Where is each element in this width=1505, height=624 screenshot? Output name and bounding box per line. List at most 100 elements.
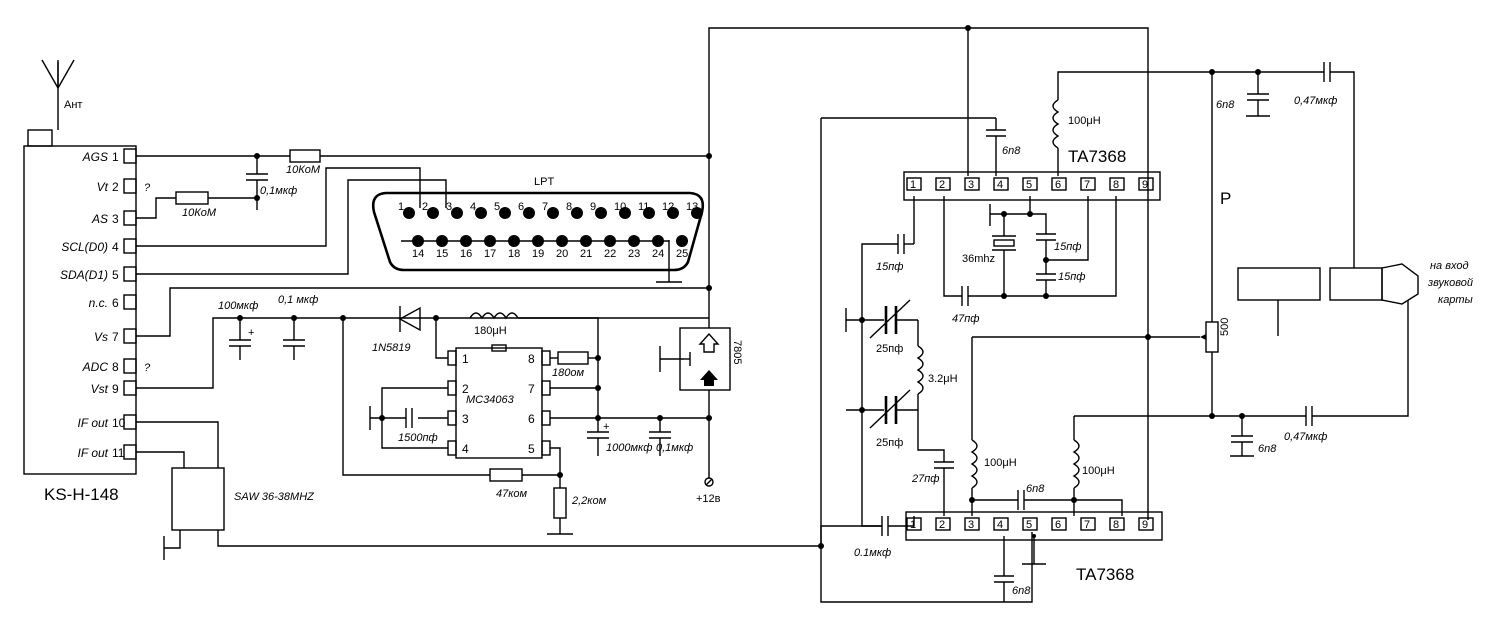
lpt-pin-15: 15: [436, 235, 448, 260]
lpt-pin-4: 4: [470, 201, 487, 219]
svg-text:6: 6: [1055, 519, 1061, 531]
ta-pin-7: 7: [1080, 517, 1096, 531]
lpt-pin-14: 14: [412, 235, 424, 260]
svg-text:4: 4: [470, 201, 476, 213]
svg-text:19: 19: [532, 248, 544, 260]
svg-text:+: +: [248, 327, 254, 339]
svg-text:6: 6: [528, 412, 535, 426]
svg-text:15пф: 15пф: [1054, 241, 1081, 253]
ic-pin-5: 5: [528, 440, 551, 456]
ic-pin-7: 7: [528, 380, 551, 396]
svg-text:6: 6: [1055, 179, 1061, 191]
module-pin-label: Vst: [91, 382, 109, 396]
svg-text:15пф: 15пф: [1058, 271, 1085, 283]
svg-text:карты: карты: [1438, 294, 1473, 306]
ta-pin-5: 5: [1022, 517, 1038, 531]
svg-text:7: 7: [1084, 179, 1090, 191]
svg-text:100μH: 100μH: [1068, 115, 1101, 127]
svg-text:1500пф: 1500пф: [398, 432, 438, 444]
lpt-pin-9: 9: [590, 201, 607, 219]
svg-text:1N5819: 1N5819: [372, 342, 411, 354]
svg-text:5: 5: [1026, 179, 1032, 191]
lpt-pin-24: 24: [652, 235, 664, 260]
ta-pin-5: 5: [1022, 177, 1038, 191]
lpt-pin-19: 19: [532, 235, 544, 260]
lpt-pin-5: 5: [494, 201, 511, 219]
module-pin-note: ?: [144, 182, 151, 194]
svg-text:3: 3: [968, 519, 974, 531]
lpt-pin-25: 25: [676, 235, 688, 260]
lpt-pin-2: 2: [422, 201, 439, 219]
svg-text:+: +: [603, 421, 609, 433]
potentiometer: [1205, 321, 1219, 353]
ta-pin-1: 1: [906, 177, 922, 191]
svg-text:6n8: 6n8: [1026, 483, 1045, 495]
svg-text:11: 11: [638, 201, 649, 213]
lpt-pin-16: 16: [460, 235, 472, 260]
lpt-pin-11: 11: [638, 201, 655, 219]
ta-pin-4: 4: [993, 517, 1009, 531]
resistor-ags: [289, 149, 321, 163]
svg-text:100μH: 100μH: [984, 457, 1017, 469]
lpt-pin-12: 12: [662, 201, 679, 219]
module-pin-number: 2: [112, 180, 119, 194]
saw-filter: [171, 467, 225, 531]
ta-pin-3: 3: [964, 177, 980, 191]
svg-text:0,1мкф: 0,1мкф: [656, 442, 693, 454]
svg-text:2: 2: [422, 201, 428, 213]
svg-text:24: 24: [652, 248, 664, 260]
ta-pin-9: 9: [1138, 517, 1154, 531]
module-pin-number: 11: [112, 446, 125, 460]
svg-text:4: 4: [462, 442, 469, 456]
lpt-pin-1: 1: [398, 201, 415, 219]
svg-text:9: 9: [1142, 179, 1148, 191]
module-pin-number: 9: [112, 382, 119, 396]
ta-pin-2: 2: [935, 517, 951, 531]
module-pin-number: 1: [112, 150, 119, 164]
lpt-pin-23: 23: [628, 235, 640, 260]
lpt-pin-8: 8: [566, 201, 583, 219]
svg-text:SAW 36-38MHZ: SAW 36-38MHZ: [234, 491, 315, 503]
svg-text:27пф: 27пф: [911, 473, 939, 485]
module-name: KS-H-148: [44, 485, 119, 504]
svg-text:6n8: 6n8: [1258, 443, 1277, 455]
lpt-pin-7: 7: [542, 201, 559, 219]
svg-text:47пф: 47пф: [952, 313, 979, 325]
svg-text:P: P: [1220, 189, 1231, 208]
svg-text:1: 1: [910, 179, 916, 191]
ta-pin-8: 8: [1109, 517, 1125, 531]
chip-top-label: TA7368: [1068, 147, 1126, 166]
ta-pin-4: 4: [993, 177, 1009, 191]
svg-text:1: 1: [462, 352, 469, 366]
svg-text:9: 9: [1142, 519, 1148, 531]
svg-text:1: 1: [398, 201, 404, 213]
svg-text:3: 3: [968, 179, 974, 191]
svg-text:1000мкф: 1000мкф: [606, 442, 652, 454]
svg-text:0,47мкф: 0,47мкф: [1294, 95, 1337, 107]
ta-pin-3: 3: [964, 517, 980, 531]
svg-text:на вход: на вход: [1430, 260, 1469, 272]
svg-text:3: 3: [462, 412, 469, 426]
svg-text:0,1мкф: 0,1мкф: [260, 185, 297, 197]
svg-text:6: 6: [518, 201, 524, 213]
svg-text:20: 20: [556, 248, 568, 260]
module-pin-number: 7: [112, 330, 119, 344]
svg-text:5: 5: [494, 201, 500, 213]
svg-text:8: 8: [1113, 179, 1119, 191]
svg-text:1: 1: [910, 519, 916, 531]
module-pin-label: IF out: [78, 416, 109, 430]
antenna-label: Ант: [64, 99, 82, 111]
svg-text:звуковой: звуковой: [1427, 277, 1473, 289]
module-pin-label: SCL(D0): [61, 240, 108, 254]
lpt-pin-18: 18: [508, 235, 520, 260]
svg-text:36mhz: 36mhz: [962, 253, 995, 265]
svg-text:5: 5: [528, 442, 535, 456]
svg-text:4: 4: [997, 519, 1003, 531]
svg-text:7: 7: [528, 382, 535, 396]
lpt-pin-6: 6: [518, 201, 535, 219]
module-pin-number: 8: [112, 360, 119, 374]
svg-text:180μH: 180μH: [474, 325, 507, 337]
svg-text:6n8: 6n8: [1002, 145, 1021, 157]
